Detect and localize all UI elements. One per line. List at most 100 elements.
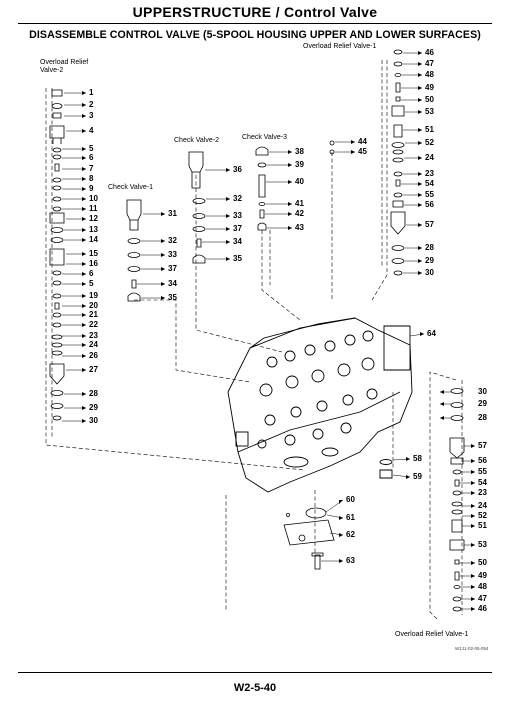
page-title: UPPERSTRUCTURE / Control Valve <box>132 4 378 20</box>
callout-number: 54 <box>478 478 487 487</box>
callout-number: 24 <box>89 340 98 349</box>
callout-number: 3 <box>89 111 94 120</box>
callout-number: 35 <box>168 293 177 302</box>
callout-number: 34 <box>233 237 242 246</box>
callout-number: 12 <box>89 214 98 223</box>
valve-body <box>227 317 413 493</box>
callout-number: 30 <box>89 416 98 425</box>
callout-number: 28 <box>425 243 434 252</box>
callout-number: 19 <box>89 291 98 300</box>
callout-number: 13 <box>89 225 98 234</box>
callout-number: 43 <box>295 223 304 232</box>
callout-number: 49 <box>425 83 434 92</box>
callout-number: 29 <box>425 256 434 265</box>
callout-number: 5 <box>89 144 94 153</box>
footer-rule <box>18 672 492 673</box>
check-valve-1-label: Check Valve-1 <box>108 184 154 191</box>
relief-valve-1-top-parts <box>390 49 406 276</box>
callout-number: 34 <box>168 279 177 288</box>
callout-number: 6 <box>89 269 94 278</box>
callout-number: 6 <box>89 153 94 162</box>
check-valve-2-label: Check Valve-2 <box>174 137 220 144</box>
callout-number: 53 <box>478 540 487 549</box>
callout-number: 56 <box>425 200 434 209</box>
callout-number: 16 <box>89 259 98 268</box>
callout-number: 26 <box>89 351 98 360</box>
callout-number: 30 <box>478 387 487 396</box>
callout-number: 37 <box>233 224 242 233</box>
callout-number: 57 <box>478 441 487 450</box>
callout-number: 24 <box>478 501 487 510</box>
callout-number: 31 <box>168 209 177 218</box>
callout-number: 58 <box>413 454 422 463</box>
callout-number: 50 <box>425 95 434 104</box>
callout-number: 20 <box>89 301 98 310</box>
callout-number: 40 <box>295 177 304 186</box>
callout-number: 51 <box>478 521 487 530</box>
callout-number: 51 <box>425 125 434 134</box>
callout-number: 63 <box>346 556 355 565</box>
callout-number: 24 <box>425 153 434 162</box>
callout-number: 59 <box>413 472 422 481</box>
callout-number: 23 <box>89 331 98 340</box>
title-rule <box>18 23 492 24</box>
callout-number: 14 <box>89 235 98 244</box>
callout-number: 23 <box>478 488 487 497</box>
callout-number: 37 <box>168 264 177 273</box>
callout-number: 5 <box>89 279 94 288</box>
procedure-title: DISASSEMBLE CONTROL VALVE (5-SPOOL HOUSI… <box>29 29 481 41</box>
callout-number: 22 <box>89 320 98 329</box>
callout-number: 54 <box>425 179 434 188</box>
callout-number: 2 <box>89 100 94 109</box>
callout-number: 47 <box>425 59 434 68</box>
figure-code: W1J1-02-05-054 <box>455 646 489 651</box>
relief-valve-1-bottom-parts <box>449 388 465 612</box>
callout-number: 55 <box>425 190 434 199</box>
callout-number: 41 <box>295 199 304 208</box>
callout-number: 10 <box>89 194 98 203</box>
callout-number: 49 <box>478 571 487 580</box>
callout-number: 9 <box>89 184 94 193</box>
callout-number: 15 <box>89 249 98 258</box>
callout-number: 48 <box>425 70 434 79</box>
callout-number: 48 <box>478 582 487 591</box>
callout-number: 53 <box>425 107 434 116</box>
callout-number: 32 <box>233 194 242 203</box>
callout-number: 46 <box>478 604 487 613</box>
page-number: W2-5-40 <box>233 682 277 694</box>
callout-number: 47 <box>478 594 487 603</box>
relief-valve-1-bottom-label: Overload Relief Valve-1 <box>395 631 469 638</box>
callout-number: 33 <box>168 250 177 259</box>
callout-number: 29 <box>89 403 98 412</box>
callout-number: 28 <box>89 389 98 398</box>
lower-cover-parts <box>283 507 335 570</box>
callout-number: 29 <box>478 399 487 408</box>
relief-valve-2-parts <box>49 89 65 421</box>
check-valve-2-parts <box>188 151 206 264</box>
callout-number: 46 <box>425 48 434 57</box>
callout-number: 52 <box>478 511 487 520</box>
callout-number: 62 <box>346 530 355 539</box>
callout-number: 38 <box>295 147 304 156</box>
callout-number: 11 <box>89 204 98 213</box>
callout-number: 36 <box>233 165 242 174</box>
callout-number: 55 <box>478 467 487 476</box>
check-valve-3-parts <box>255 140 335 231</box>
callout-number: 35 <box>233 254 242 263</box>
relief-valve-1-top-label: Overload Relief Valve-1 <box>303 43 377 50</box>
callout-number: 32 <box>168 236 177 245</box>
callout-number: 21 <box>89 310 98 319</box>
callout-number: 42 <box>295 209 304 218</box>
callout-number: 44 <box>358 137 367 146</box>
callout-number: 27 <box>89 365 98 374</box>
callout-number: 8 <box>89 174 94 183</box>
check-valve-3-label: Check Valve-3 <box>242 134 288 141</box>
callout-number: 1 <box>89 88 94 97</box>
callout-number: 61 <box>346 513 355 522</box>
callout-number: 4 <box>89 126 94 135</box>
callout-number: 52 <box>425 138 434 147</box>
callout-number: 56 <box>478 456 487 465</box>
relief-valve-2-label: Overload Relief Valve-2 <box>40 59 89 74</box>
check-valve-1-parts <box>126 199 142 302</box>
